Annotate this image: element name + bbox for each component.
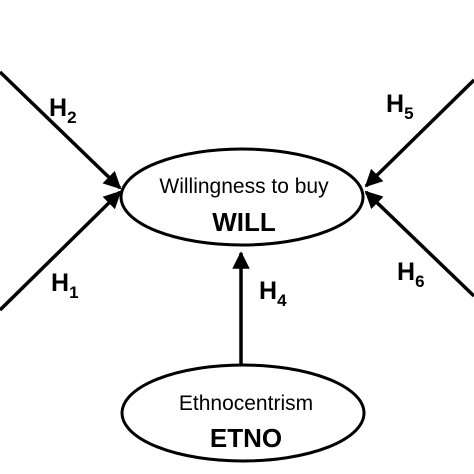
node-etno-code: ETNO bbox=[210, 423, 282, 453]
label-h6-main: H bbox=[397, 258, 415, 286]
label-h1-sub: 1 bbox=[69, 283, 78, 302]
label-h4-main: H bbox=[259, 277, 277, 305]
label-h6: H6 bbox=[397, 258, 425, 291]
label-h2-sub: 2 bbox=[67, 108, 76, 127]
arrow-h1 bbox=[0, 190, 122, 312]
label-h1: H1 bbox=[51, 269, 79, 302]
label-h1-main: H bbox=[51, 269, 69, 297]
node-etno-ellipse bbox=[120, 363, 366, 463]
label-h5: H5 bbox=[386, 90, 414, 123]
node-will-code: WILL bbox=[212, 207, 276, 237]
node-will: Willingness to buy WILL bbox=[119, 147, 365, 247]
node-etno: Ethnocentrism ETNO bbox=[120, 363, 366, 463]
node-will-title: Willingness to buy bbox=[159, 175, 329, 198]
label-h6-sub: 6 bbox=[415, 272, 424, 291]
arrow-h6 bbox=[364, 190, 474, 298]
label-h2-main: H bbox=[49, 94, 67, 122]
arrow-h5 bbox=[364, 78, 474, 188]
label-h5-sub: 5 bbox=[404, 104, 413, 123]
label-h2: H2 bbox=[49, 94, 77, 127]
node-will-ellipse bbox=[119, 147, 365, 247]
node-etno-title: Ethnocentrism bbox=[179, 392, 313, 415]
label-h4-sub: 4 bbox=[277, 291, 287, 310]
label-h4: H4 bbox=[259, 277, 287, 310]
label-h5-main: H bbox=[386, 90, 404, 118]
arrow-h2 bbox=[0, 70, 122, 190]
